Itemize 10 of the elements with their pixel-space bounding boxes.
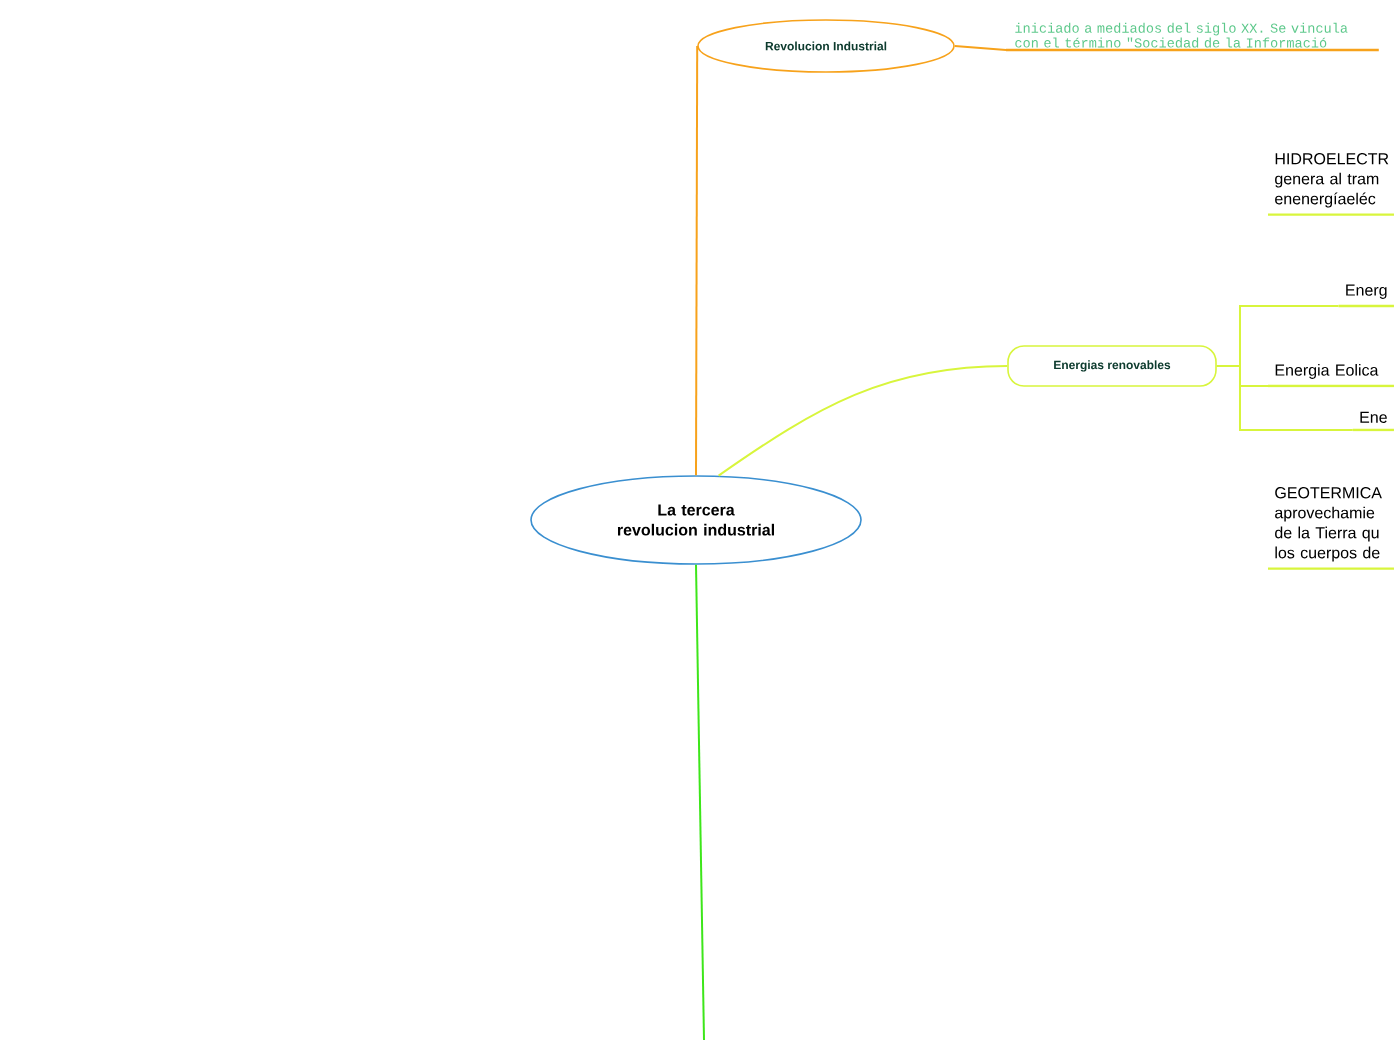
subtopic-text: Energia Eolica xyxy=(1268,364,1394,388)
line xyxy=(695,563,705,1040)
branch-line xyxy=(717,365,1009,477)
subtopic-text: Ene xyxy=(1352,411,1394,432)
branch-line xyxy=(695,45,699,477)
subtopic-text: GEOTERMICA aprovechamie de la Tierra qu los cuerpos de xyxy=(1268,487,1394,570)
branch-line xyxy=(1215,365,1354,431)
branch-line xyxy=(953,45,1007,51)
subtopic-text: Energ xyxy=(1338,284,1394,308)
subtopic-text: HIDROELECTR genera al tram enenergíaeléc xyxy=(1268,153,1394,216)
